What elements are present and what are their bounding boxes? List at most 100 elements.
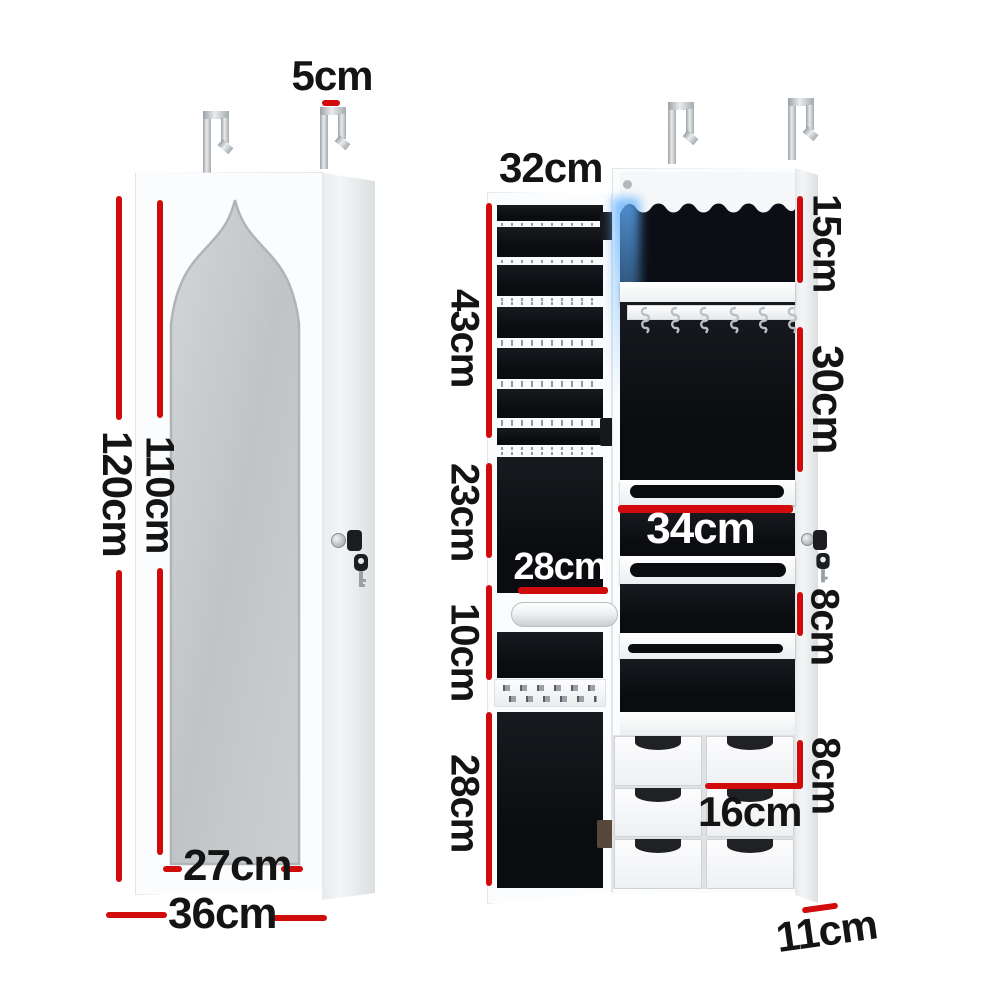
door-middle-line (486, 463, 492, 558)
drawer-top-shelf (620, 712, 795, 735)
hanging-rod (511, 602, 618, 627)
drawer (706, 736, 794, 786)
mirror (169, 199, 301, 866)
led-shelf-label: 15cm (804, 193, 849, 293)
mirror-height-line-bottom (157, 568, 163, 855)
shelf-width-label: 34cm (646, 504, 756, 553)
velvet-panel (497, 205, 603, 221)
drawer-notch (635, 839, 681, 853)
hook-section-label: 30cm (803, 345, 852, 454)
earring-bar (497, 379, 603, 389)
hook-depth-line (322, 100, 340, 106)
drawer-notch (727, 788, 773, 802)
drawer-width-line (705, 783, 803, 789)
mirror-width-line-right (281, 866, 303, 872)
door-upper-label: 43cm (442, 288, 487, 388)
drawer (706, 788, 794, 837)
velvet-panel (497, 632, 603, 678)
s-hook-icon (699, 306, 709, 334)
shelf-width-line (618, 505, 793, 513)
over-door-hook-icon (788, 98, 819, 162)
hook-section-line (797, 327, 803, 472)
earring-bar (497, 221, 603, 227)
mounting-hole-icon (623, 180, 632, 189)
mirror-height-label: 110cm (137, 436, 182, 554)
velvet-panel (497, 265, 603, 296)
mirror-width-label: 27cm (183, 841, 293, 890)
drawer-notch (727, 736, 773, 750)
total-width-line-left (106, 912, 167, 918)
earring-bar (497, 296, 603, 307)
door-middle-label: 23cm (442, 463, 487, 562)
hinge-icon (600, 212, 613, 240)
necklace-hooks-bar (494, 679, 606, 707)
door-width-label: 32cm (499, 144, 603, 191)
over-door-hook-icon (203, 111, 234, 175)
door-bottom-line (486, 712, 492, 886)
key-icon (816, 552, 830, 583)
drawer (614, 839, 702, 889)
drawer-height-label: 8cm (803, 737, 848, 815)
total-height-line-bottom (116, 570, 122, 882)
over-door-hook-icon (320, 107, 351, 171)
hinge-icon (597, 820, 613, 848)
drawer-width-label: 16cm (698, 788, 802, 835)
led-valance (620, 203, 795, 282)
total-width-label: 36cm (168, 889, 278, 938)
s-hook-icon (670, 306, 680, 334)
hook-rail (627, 305, 795, 320)
total-width-line-right (271, 915, 327, 921)
drawer-notch (635, 788, 681, 802)
s-hook-icon (729, 306, 739, 334)
drawer-notch (635, 736, 681, 750)
interior-panel (620, 513, 795, 556)
s-hook-icon (640, 306, 650, 334)
bracelet-slot (630, 485, 784, 498)
total-height-label: 120cm (94, 431, 141, 557)
bracelet-slot (628, 644, 783, 653)
door-rod-gap-line (486, 585, 492, 680)
velvet-panel (497, 457, 603, 593)
drawer (614, 788, 702, 837)
earring-bar (497, 418, 603, 428)
velvet-panel (497, 712, 603, 888)
lock-icon (331, 533, 346, 548)
earring-bar (497, 257, 603, 265)
top-shelf (620, 282, 795, 304)
bracelet-slot (630, 563, 786, 577)
door-upper-line (486, 203, 492, 438)
drawer (614, 736, 702, 786)
door-rod-gap-label: 10cm (442, 602, 487, 702)
shelf-section-line (797, 592, 803, 636)
mirror-height-line-top (157, 200, 163, 418)
mirror-width-line-left (163, 866, 182, 872)
total-height-line-top (116, 196, 122, 420)
drawer-height-line (797, 740, 803, 788)
rod-width-label: 28cm (513, 546, 607, 588)
rod-width-line (518, 587, 608, 594)
shelf-section-label: 8cm (802, 588, 847, 666)
s-hook-icon (758, 306, 768, 334)
velvet-panel (497, 428, 603, 445)
lock-latch-icon (347, 530, 362, 551)
velvet-panel (497, 348, 603, 379)
door-bottom-label: 28cm (442, 753, 487, 853)
hinge-icon (600, 418, 613, 446)
velvet-panel (497, 227, 603, 257)
slotted-shelf (620, 480, 795, 505)
earring-bar (497, 338, 603, 348)
drawer-notch (727, 839, 773, 853)
over-door-hook-icon (668, 102, 699, 166)
cabinet-depth-label: 11cm (773, 900, 880, 962)
interior-panel (620, 584, 795, 633)
s-hook-icon (787, 306, 797, 334)
velvet-panel (497, 389, 603, 418)
drawer (706, 839, 794, 889)
velvet-panel (497, 307, 603, 338)
lock-latch-icon (813, 530, 827, 550)
hook-depth-label: 5cm (291, 52, 373, 99)
earring-bar (497, 445, 603, 457)
slotted-shelf (620, 556, 795, 584)
interior-panel (620, 659, 795, 712)
